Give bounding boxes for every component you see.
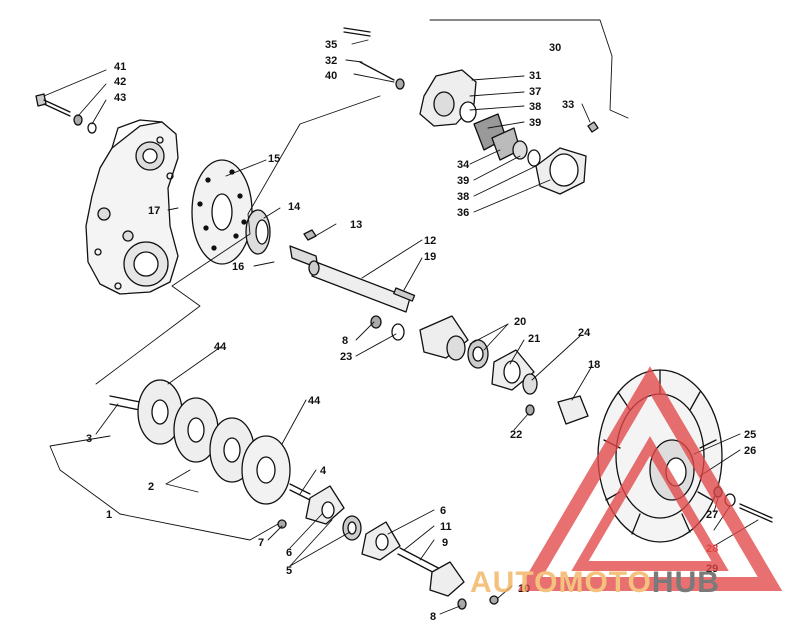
callout-6-left: 6 [286, 547, 292, 559]
callout-42: 42 [114, 76, 126, 88]
gearcase-housing [85, 119, 179, 295]
callout-6-right: 6 [440, 505, 446, 517]
callout-18: 18 [588, 359, 600, 371]
brake-caliper [343, 27, 599, 195]
callout-38: 38 [529, 101, 541, 113]
callout-8-lower: 8 [430, 611, 436, 623]
callout-35: 35 [325, 39, 337, 51]
callout-17: 17 [148, 205, 160, 217]
drive-shaft [289, 229, 416, 313]
leader-lines [43, 19, 759, 615]
callout-14: 14 [288, 201, 301, 213]
brake-disc [191, 159, 253, 265]
callout-31: 31 [529, 70, 541, 82]
callout-38-lower: 38 [457, 191, 469, 203]
callout-1: 1 [106, 509, 112, 521]
callout-26: 26 [744, 445, 756, 457]
callout-4: 4 [320, 465, 327, 477]
callout-11: 11 [440, 521, 452, 533]
watermark-logo: AUTOMOTOHUB [470, 366, 783, 599]
callout-33: 33 [562, 99, 574, 111]
chaincase-sprockets [109, 379, 311, 529]
callout-3: 3 [86, 433, 92, 445]
callout-13: 13 [350, 219, 362, 231]
callout-27: 27 [706, 509, 718, 521]
callout-22: 22 [510, 429, 522, 441]
bearing-housing [370, 315, 538, 416]
watermark-text: AUTOMOTOHUB [470, 566, 720, 599]
lower-bearing-flange [305, 485, 499, 610]
callout-5: 5 [286, 565, 292, 577]
callout-25: 25 [744, 429, 756, 441]
callout-16: 16 [232, 261, 244, 273]
callout-24: 24 [578, 327, 591, 339]
callout-15: 15 [268, 153, 280, 165]
callout-43: 43 [114, 92, 126, 104]
hub-flange [245, 209, 271, 255]
watermark-inner-triangle-icon [571, 436, 729, 571]
callout-2: 2 [148, 481, 154, 493]
watermark-part2: HUB [652, 566, 720, 599]
watermark-triangle-icon [517, 366, 783, 591]
callout-39: 39 [529, 117, 541, 129]
callout-30: 30 [549, 42, 561, 54]
callout-41: 41 [114, 61, 126, 73]
callout-9: 9 [442, 537, 448, 549]
callout-39-lower: 39 [457, 175, 469, 187]
callout-40: 40 [325, 70, 337, 82]
bolt-41-assembly [35, 93, 97, 134]
callout-19: 19 [424, 251, 436, 263]
callout-23: 23 [340, 351, 352, 363]
callout-12: 12 [424, 235, 436, 247]
callout-21: 21 [528, 333, 540, 345]
spacer-tube [557, 395, 589, 425]
watermark-part1: AUTOMOTO [470, 566, 652, 599]
callout-44-upper: 44 [214, 341, 227, 353]
callout-37: 37 [529, 86, 541, 98]
callout-34: 34 [457, 159, 470, 171]
callout-36: 36 [457, 207, 469, 219]
callout-8: 8 [342, 335, 348, 347]
callout-44-lower: 44 [308, 395, 321, 407]
callout-20: 20 [514, 316, 526, 328]
callout-7: 7 [258, 537, 264, 549]
callout-32: 32 [325, 55, 337, 67]
